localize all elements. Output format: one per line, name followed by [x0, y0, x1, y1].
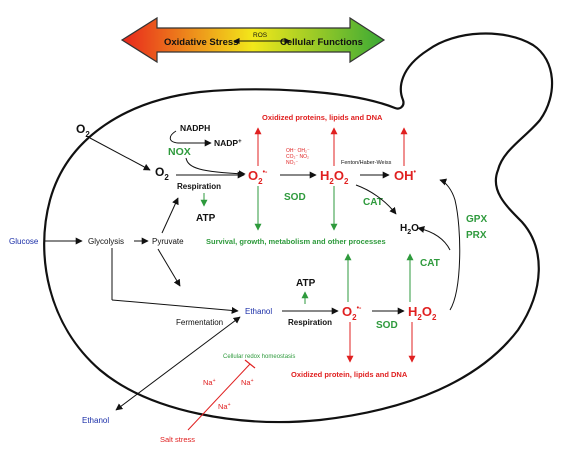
lower-superoxide: O2•- [342, 304, 362, 322]
small-species-line: CO₂⁻ NO₂ [286, 154, 309, 160]
nadph-label: NADPH [180, 123, 210, 133]
upper-cat-arrow [355, 184, 397, 215]
upper-cat: CAT [363, 197, 383, 208]
salt-stress-label: Salt stress [160, 435, 195, 444]
nadph-arrow [169, 130, 212, 147]
upper-atp: ATP [196, 213, 216, 224]
survival-label: Survival, growth, metabolism and other p… [206, 237, 386, 246]
upper-sod: SOD [284, 192, 306, 203]
upper-oxidized-label: Oxidized proteins, lipids and DNA [262, 113, 383, 122]
water-label: H2O [400, 223, 419, 236]
lower-cat: CAT [420, 258, 440, 269]
lower-respiration-label: Respiration [288, 318, 332, 327]
nox-to-superoxide-arrow [185, 157, 246, 178]
fenton-label: Fenton/Haber-Weiss [341, 160, 392, 166]
lower-h2o2-to-upper-arrow [439, 178, 461, 311]
na-label: Na+ [203, 378, 216, 387]
gpx-to-water-arrow [417, 226, 451, 251]
upper-h2o2: H2O2 [320, 168, 349, 186]
inner-o2: O2 [155, 165, 169, 182]
upper-respiration-label: Respiration [177, 182, 221, 191]
outside-ethanol-label: Ethanol [82, 416, 109, 425]
lower-atp: ATP [296, 278, 316, 289]
pyruvate-to-respiration-arrow [161, 197, 179, 234]
o2-influx-arrow [89, 137, 151, 171]
banner-ros: ROS [253, 32, 268, 39]
gpx-label: GPX [466, 214, 487, 225]
redox-homeostasis-label: Cellular redox homeostasis [223, 354, 295, 360]
banner-oxidative-stress: Oxidative Stress [164, 37, 238, 48]
ethanol-export-arrow [115, 316, 241, 411]
banner-cellular-functions: Cellular Functions [280, 37, 363, 48]
fermentation-label: Fermentation [176, 318, 223, 327]
small-species-line: NO₂⁻ [286, 160, 298, 166]
nadp-plus-label: NADP+ [214, 138, 242, 148]
salt-inhibition-bar [244, 359, 256, 369]
fermentation-arrow [111, 299, 239, 314]
outside-o2: O2 [76, 122, 90, 139]
nox-label: NOX [168, 146, 191, 158]
upper-superoxide: O2•- [248, 168, 268, 186]
yeast-cell-outline [43, 32, 554, 424]
glucose-label: Glucose [9, 237, 39, 246]
ros-banner: Oxidative Stress ROS Cellular Functions [120, 16, 386, 64]
lower-h2o2: H2O2 [408, 304, 437, 322]
pyruvate-label: Pyruvate [152, 237, 184, 246]
glycolysis-label: Glycolysis [88, 237, 124, 246]
small-species-line: OH⁻ OH₂⁻ [286, 148, 310, 154]
lower-oxidized-label: Oxidized protein, lipids and DNA [291, 370, 408, 379]
prx-label: PRX [466, 230, 487, 241]
lower-sod: SOD [376, 320, 398, 331]
na-label: Na+ [218, 402, 231, 411]
hydroxyl-radical: OH• [394, 168, 417, 183]
inner-ethanol-label: Ethanol [245, 307, 272, 316]
small-species-group: OH⁻ OH₂⁻ CO₂⁻ NO₂ NO₂⁻ [286, 148, 310, 166]
pyruvate-to-lower-arrow [157, 248, 181, 287]
na-label: Na+ [241, 378, 254, 387]
